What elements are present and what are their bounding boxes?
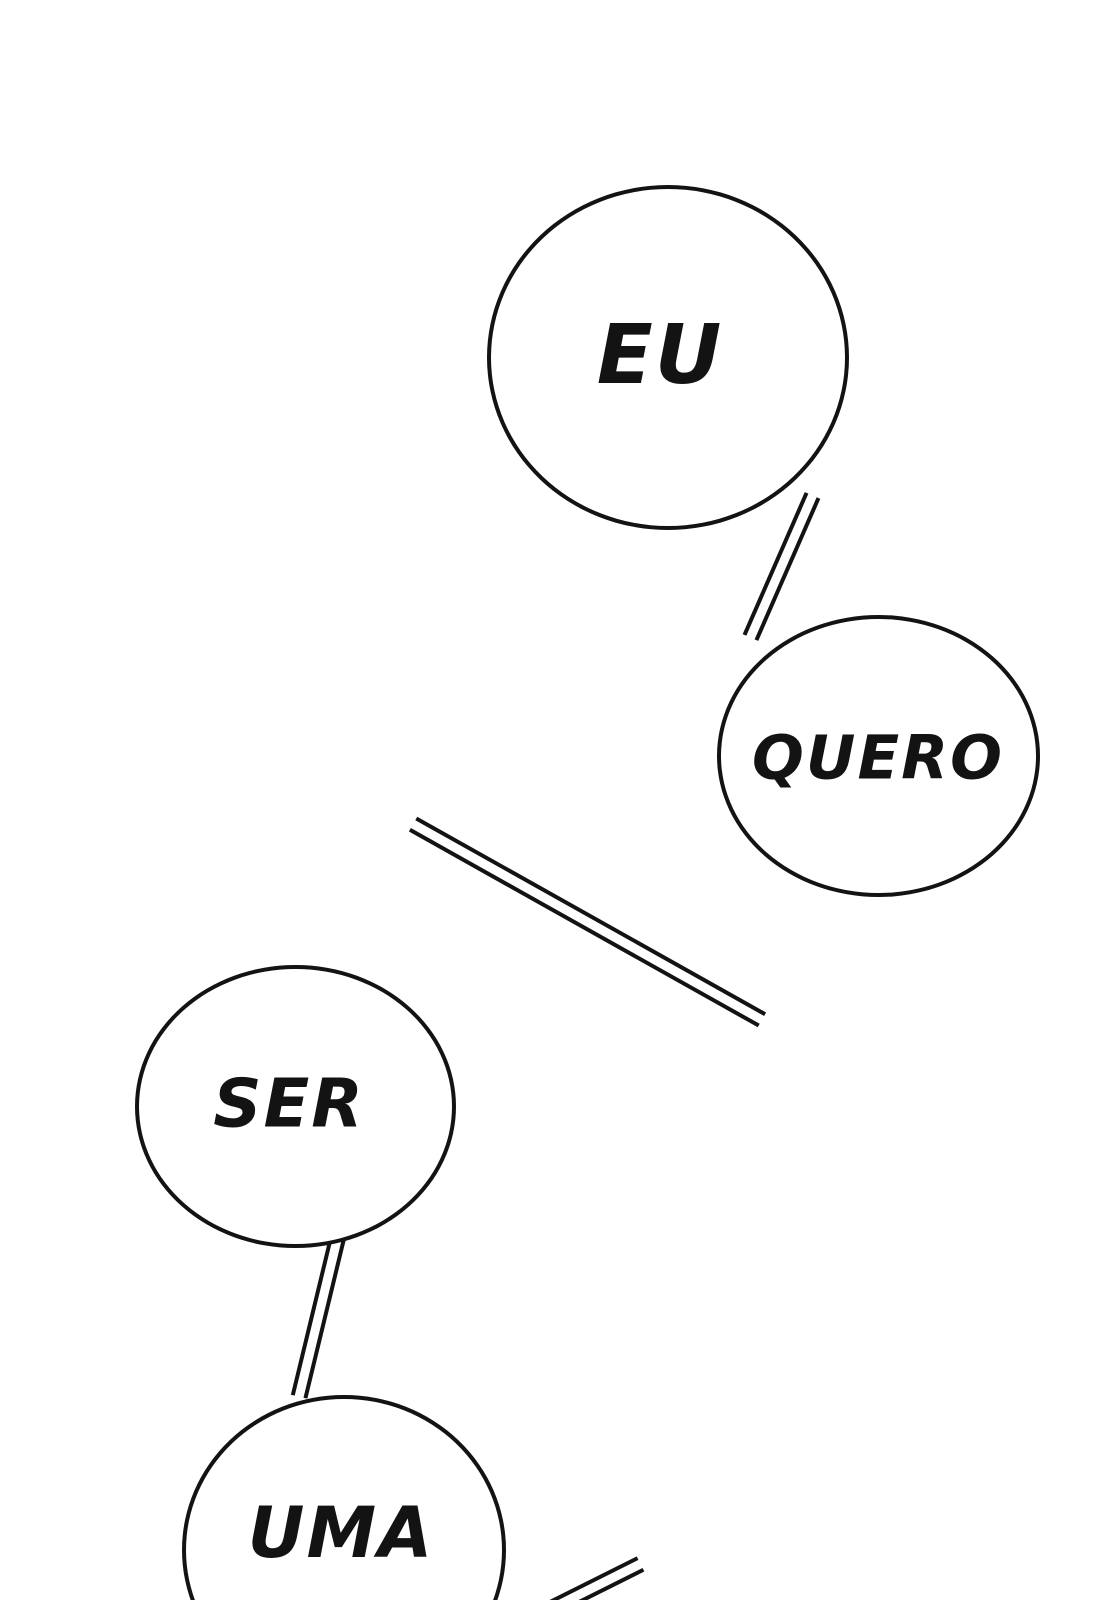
node-label-uma: UMA — [247, 1492, 435, 1574]
node-circle-ser — [135, 965, 456, 1248]
node-circle-eu — [487, 185, 849, 530]
node-circle-quero — [717, 615, 1040, 897]
connector-uma-offscreen — [484, 1556, 645, 1600]
node-label-quero: QUERO — [752, 722, 1004, 794]
connector-ser-uma — [290, 1234, 347, 1399]
node-label-eu: EU — [596, 308, 724, 403]
node-label-ser: SER — [213, 1064, 365, 1143]
connector-eu-quero — [742, 492, 821, 641]
connector-quero-ser — [408, 816, 767, 1028]
